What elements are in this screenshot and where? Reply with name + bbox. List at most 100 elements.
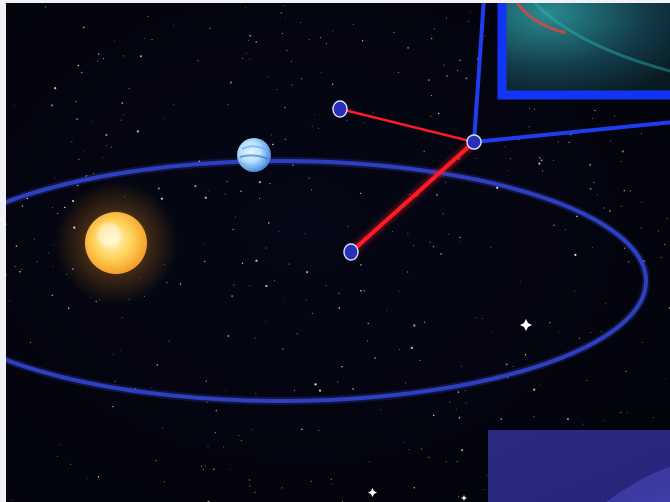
background-star (151, 39, 153, 40)
background-star (347, 225, 349, 227)
background-star (280, 12, 282, 14)
background-star (259, 198, 261, 200)
background-star (136, 130, 139, 133)
background-star (398, 348, 400, 350)
background-star (227, 104, 229, 106)
starfield (6, 5, 670, 502)
background-star (461, 449, 464, 452)
background-star (44, 6, 47, 8)
background-star (139, 55, 143, 58)
background-star (59, 444, 60, 446)
background-star (244, 7, 246, 9)
background-star (640, 227, 642, 229)
background-star (610, 140, 612, 142)
background-star (283, 5, 285, 6)
background-star (52, 265, 54, 267)
background-star (468, 20, 470, 22)
background-star (364, 122, 365, 124)
background-star (245, 52, 247, 54)
background-star (255, 259, 258, 262)
background-star (630, 190, 632, 192)
background-star (519, 281, 521, 283)
earth-icon (237, 138, 271, 172)
background-star (660, 257, 662, 258)
background-star (308, 177, 310, 179)
background-star (553, 224, 555, 226)
background-star (194, 185, 197, 188)
background-star (461, 365, 463, 367)
background-star (78, 158, 80, 160)
background-star (13, 105, 15, 106)
background-star (305, 299, 307, 301)
background-star (281, 487, 283, 489)
background-star (310, 189, 313, 191)
background-star (446, 75, 448, 77)
background-star (332, 83, 334, 86)
background-star (19, 271, 21, 273)
background-star (372, 112, 374, 113)
background-star (306, 271, 309, 274)
background-star (360, 264, 362, 266)
background-star (506, 377, 508, 379)
background-star (428, 79, 430, 81)
background-star (20, 269, 22, 271)
background-star (268, 222, 270, 224)
background-star (240, 190, 242, 192)
sun-icon (54, 181, 178, 305)
background-star (496, 186, 499, 189)
background-star (407, 271, 409, 273)
background-star (407, 46, 410, 49)
background-star (508, 170, 510, 172)
background-star (510, 158, 512, 160)
background-star (558, 332, 560, 334)
background-star (583, 423, 585, 425)
background-star (318, 389, 322, 392)
background-star (93, 172, 94, 174)
background-star (613, 115, 615, 117)
background-star (320, 37, 322, 39)
orbit-path-glow (6, 157, 650, 405)
inset-zoom-frame (497, 3, 670, 100)
background-star (304, 233, 306, 235)
background-star (481, 318, 483, 319)
background-star (455, 408, 457, 410)
background-star (231, 295, 234, 298)
background-star (121, 316, 123, 318)
background-star (225, 390, 227, 392)
background-star (568, 141, 570, 144)
background-star (620, 205, 622, 207)
background-star (204, 260, 206, 263)
background-star (207, 190, 209, 192)
background-star (57, 455, 58, 457)
background-star (293, 389, 295, 391)
background-star (85, 175, 87, 177)
background-star (157, 187, 160, 190)
background-star (11, 499, 13, 501)
background-star (338, 292, 340, 295)
background-star (465, 402, 467, 404)
background-star (52, 244, 54, 246)
background-star (161, 427, 163, 429)
background-star (204, 196, 207, 199)
background-star (232, 228, 234, 231)
background-star (233, 284, 235, 286)
background-star (274, 280, 275, 282)
background-star (431, 95, 433, 96)
background-star (282, 348, 284, 350)
background-star (600, 330, 602, 332)
background-star (269, 182, 271, 185)
background-star (144, 38, 146, 39)
background-star (201, 465, 203, 467)
background-star (533, 416, 535, 418)
background-star (500, 418, 502, 420)
background-star (539, 384, 541, 386)
background-star (469, 11, 471, 13)
background-star (433, 28, 435, 30)
background-star (429, 241, 431, 244)
background-star (86, 477, 88, 479)
background-star (405, 382, 406, 384)
background-star (110, 146, 112, 148)
background-star (538, 162, 541, 165)
background-star (386, 310, 388, 312)
background-star (77, 184, 79, 187)
